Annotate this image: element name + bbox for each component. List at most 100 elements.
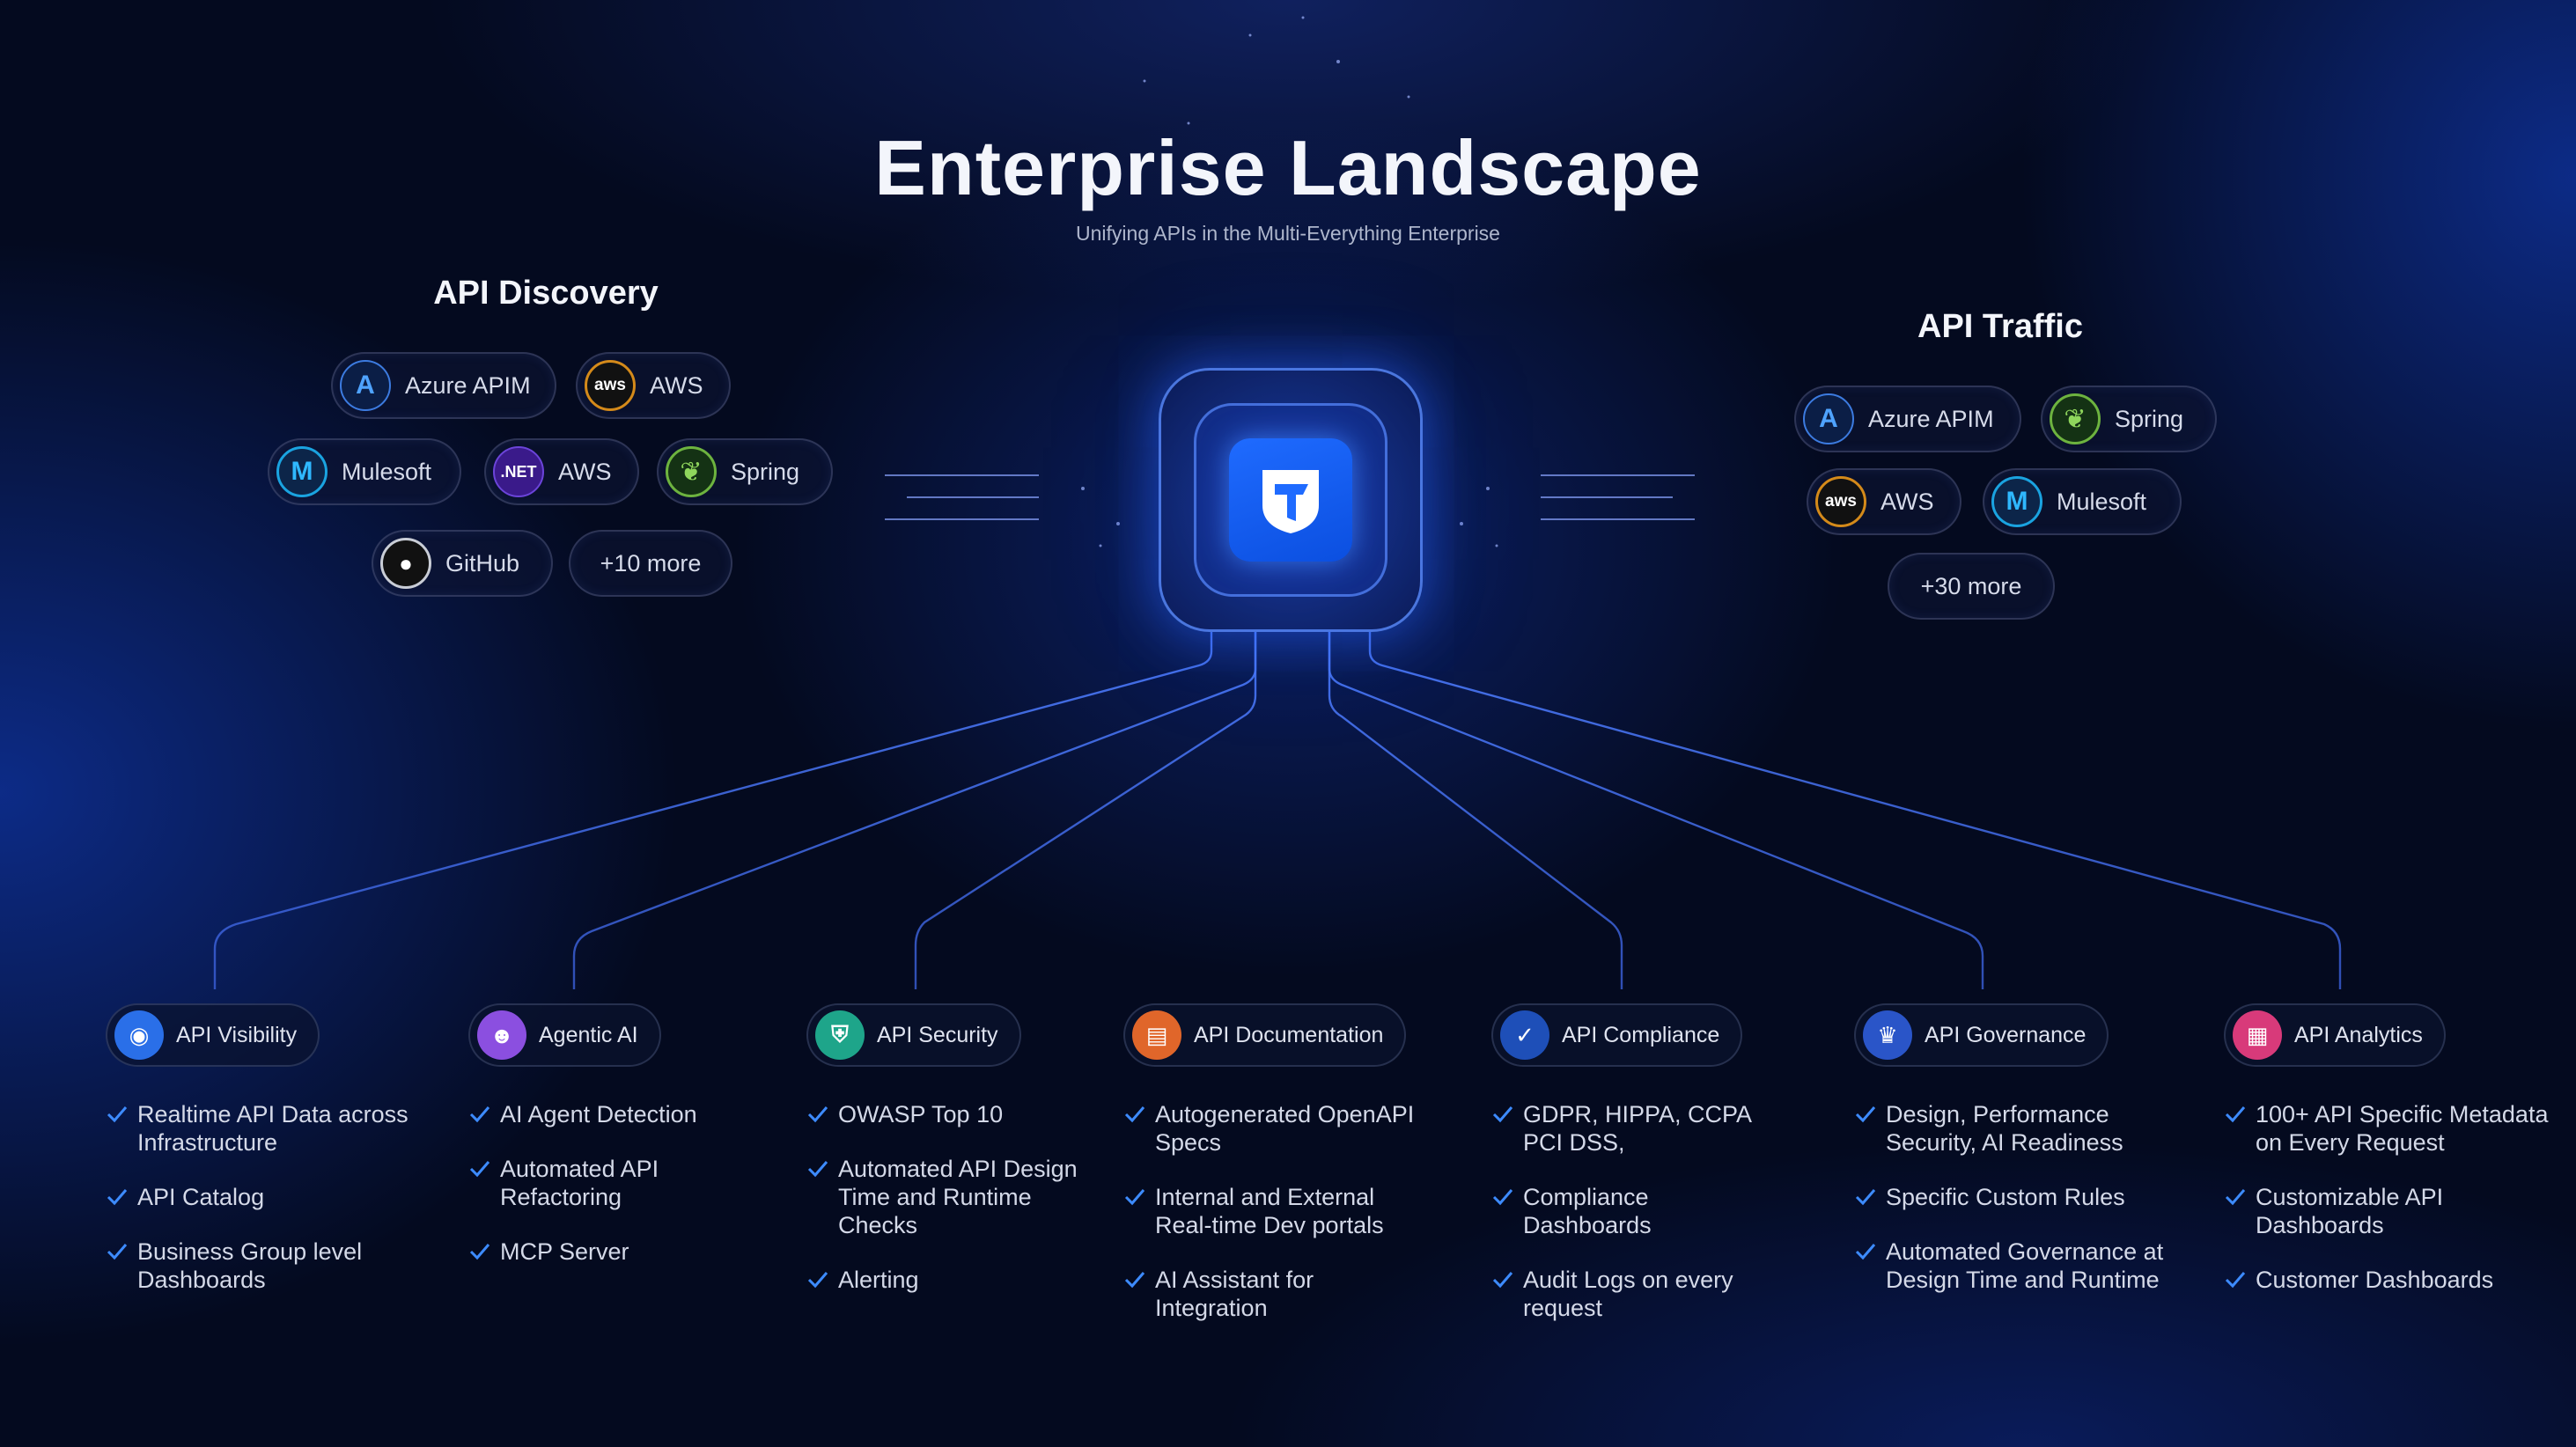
azure-icon: A: [340, 360, 391, 411]
list-item: Specific Custom Rules: [1854, 1183, 2171, 1211]
pill-label: +30 more: [1920, 572, 2022, 599]
list-item: Alerting: [806, 1266, 1079, 1294]
discovery-pill-spring[interactable]: ❦ Spring: [657, 438, 833, 505]
list-item: MCP Server: [468, 1238, 732, 1266]
connector-agentic: [572, 632, 1257, 989]
feature-list-governance: Design, Performance Security, AI Readine…: [1854, 1100, 2171, 1320]
list-item: Customer Dashboards: [2224, 1266, 2550, 1294]
feature-list-documentation: Autogenerated OpenAPI Specs Internal and…: [1123, 1100, 1423, 1348]
check-icon: [1492, 1272, 1513, 1289]
feature-api-visibility[interactable]: ◉ API Visibility: [106, 1003, 320, 1067]
hub-side-lines: [885, 474, 1695, 520]
list-item: Automated API Design Time and Runtime Ch…: [806, 1155, 1079, 1239]
traffic-pill-spring[interactable]: ❦ Spring: [2041, 386, 2217, 452]
azure-icon: A: [1803, 393, 1854, 444]
api-traffic-title: API Traffic: [1917, 308, 2083, 345]
feature-api-compliance[interactable]: ✓ API Compliance: [1491, 1003, 1743, 1067]
mulesoft-icon: M: [1991, 476, 2042, 527]
feature-label: API Security: [877, 1022, 998, 1047]
pill-label: AWS: [558, 458, 612, 485]
check-icon: [807, 1161, 828, 1178]
traffic-pill-aws[interactable]: aws AWS: [1807, 468, 1961, 535]
aws-icon: aws: [1815, 476, 1866, 527]
discovery-pill-azure-apim[interactable]: A Azure APIM: [331, 352, 556, 419]
check-icon: [107, 1106, 128, 1123]
list-item: Compliance Dashboards: [1491, 1183, 1782, 1239]
check-icon: [1855, 1189, 1876, 1206]
shield-icon: ⛨: [815, 1010, 865, 1060]
pill-label: Spring: [731, 458, 800, 485]
robot-icon: ☻: [477, 1010, 526, 1060]
check-icon: [2225, 1106, 2246, 1123]
list-item: AI Assistant for Integration: [1123, 1266, 1423, 1322]
discovery-pill-github[interactable]: ● GitHub: [372, 530, 553, 597]
feature-label: API Compliance: [1562, 1022, 1720, 1047]
list-item: Business Group level Dashboards: [106, 1238, 467, 1294]
check-icon: [1855, 1106, 1876, 1123]
feature-api-documentation[interactable]: ▤ API Documentation: [1123, 1003, 1407, 1067]
list-item: AI Agent Detection: [468, 1100, 732, 1128]
api-discovery-title: API Discovery: [433, 275, 659, 312]
connector-security: [914, 632, 1257, 989]
pill-label: Azure APIM: [1868, 405, 1994, 432]
list-item: Automated API Refactoring: [468, 1155, 732, 1211]
list-item: Audit Logs on every request: [1491, 1266, 1782, 1322]
feature-label: API Analytics: [2294, 1022, 2423, 1047]
discovery-pill-dotnet-aws[interactable]: .NET AWS: [484, 438, 639, 505]
feature-list-analytics: 100+ API Specific Metadata on Every Requ…: [2224, 1100, 2550, 1320]
pill-label: Spring: [2115, 405, 2184, 432]
compliance-icon: ✓: [1500, 1010, 1549, 1060]
pill-label: Mulesoft: [2057, 488, 2147, 515]
spring-icon: ❦: [666, 446, 717, 497]
page-subtitle: Unifying APIs in the Multi-Everything En…: [1076, 222, 1500, 245]
page-title: Enterprise Landscape: [874, 124, 1702, 211]
pill-label: +10 more: [600, 549, 702, 577]
check-icon: [1124, 1272, 1145, 1289]
check-icon: [469, 1161, 490, 1178]
list-item: Realtime API Data across Infrastructure: [106, 1100, 467, 1157]
check-icon: [807, 1106, 828, 1123]
feature-api-security[interactable]: ⛨ API Security: [806, 1003, 1021, 1067]
dotnet-icon: .NET: [493, 446, 544, 497]
pill-label: GitHub: [445, 549, 520, 577]
visibility-icon: ◉: [114, 1010, 164, 1060]
feature-list-compliance: GDPR, HIPPA, CCPA PCI DSS, Compliance Da…: [1491, 1100, 1782, 1348]
list-item: Design, Performance Security, AI Readine…: [1854, 1100, 2171, 1157]
connector-compliance: [1328, 632, 1623, 989]
list-item: 100+ API Specific Metadata on Every Requ…: [2224, 1100, 2550, 1157]
list-item: Internal and External Real-time Dev port…: [1123, 1183, 1423, 1239]
mulesoft-icon: M: [276, 446, 328, 497]
feature-list-agentic: AI Agent Detection Automated API Refacto…: [468, 1100, 732, 1292]
aws-icon: aws: [585, 360, 636, 411]
feature-label: Agentic AI: [539, 1022, 638, 1047]
check-icon: [1855, 1244, 1876, 1260]
discovery-pill-more[interactable]: +10 more: [569, 530, 732, 597]
pill-label: AWS: [1880, 488, 1934, 515]
check-icon: [107, 1189, 128, 1206]
hub-logo: [1229, 438, 1352, 562]
feature-label: API Documentation: [1194, 1022, 1384, 1047]
feature-api-analytics[interactable]: ▦ API Analytics: [2224, 1003, 2446, 1067]
check-icon: [2225, 1189, 2246, 1206]
feature-api-governance[interactable]: ♛ API Governance: [1854, 1003, 2109, 1067]
traffic-pill-azure-apim[interactable]: A Azure APIM: [1794, 386, 2021, 452]
check-icon: [469, 1106, 490, 1123]
traffic-pill-more[interactable]: +30 more: [1888, 553, 2055, 620]
check-icon: [1124, 1106, 1145, 1123]
check-icon: [107, 1244, 128, 1260]
feature-label: API Governance: [1925, 1022, 2087, 1047]
connector-analytics: [1368, 632, 2342, 989]
list-item: API Catalog: [106, 1183, 467, 1211]
traffic-pill-mulesoft[interactable]: M Mulesoft: [1983, 468, 2182, 535]
governance-icon: ♛: [1863, 1010, 1912, 1060]
check-icon: [1492, 1189, 1513, 1206]
discovery-pill-mulesoft[interactable]: M Mulesoft: [268, 438, 461, 505]
feature-agentic-ai[interactable]: ☻ Agentic AI: [468, 1003, 661, 1067]
pill-label: Mulesoft: [342, 458, 432, 485]
feature-list-security: OWASP Top 10 Automated API Design Time a…: [806, 1100, 1079, 1320]
stars: [1081, 16, 1498, 547]
feature-label: API Visibility: [176, 1022, 298, 1047]
discovery-pill-aws[interactable]: aws AWS: [576, 352, 731, 419]
check-icon: [1124, 1189, 1145, 1206]
